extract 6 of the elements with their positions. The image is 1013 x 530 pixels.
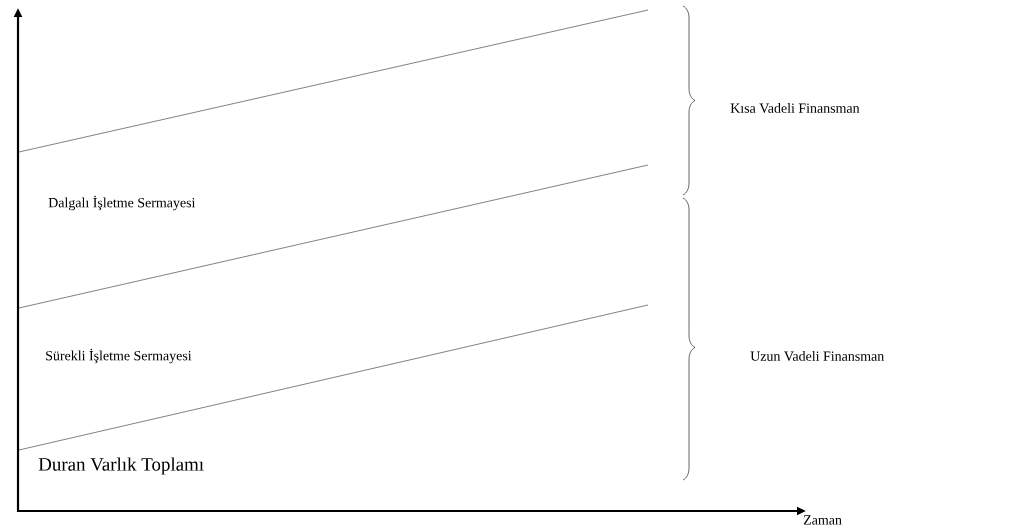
axis-label: Zaman bbox=[803, 515, 842, 525]
brace-label: Kısa Vadeli Finansman bbox=[730, 103, 860, 113]
brace-label: Uzun Vadeli Finansman bbox=[750, 351, 885, 361]
band-label: Duran Varlık Toplamı bbox=[38, 457, 204, 475]
band-label: Sürekli İşletme Sermayesi bbox=[46, 348, 192, 364]
band-label: Dalgalı İşletme Sermayesi bbox=[48, 195, 196, 211]
